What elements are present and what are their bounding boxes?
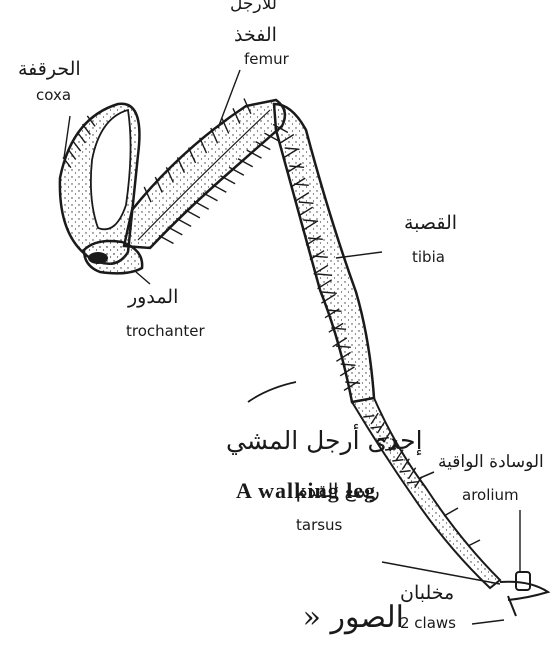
- header-fragment: للأرجل: [230, 0, 277, 14]
- arolium-label-arabic: الوسادة الواقية: [438, 452, 544, 472]
- bristle: [168, 227, 183, 235]
- claws-label-english: 2 claws: [400, 614, 456, 632]
- bristle: [185, 210, 200, 218]
- coxa-label-english: coxa: [36, 86, 71, 104]
- bristle: [203, 193, 218, 201]
- trochanter-label-arabic: المدور: [128, 286, 178, 308]
- tibia-label-english: tibia: [412, 248, 445, 266]
- trochanter-leader: [136, 272, 150, 284]
- claws-label-arabic: مخلبان: [400, 582, 454, 604]
- tibia-label-arabic: القصبة: [404, 212, 457, 234]
- figure-fragment: الصور «: [303, 600, 404, 635]
- femur-label-arabic: الفخذ: [234, 24, 277, 46]
- femur-segment: [124, 100, 285, 248]
- stray-mark: [248, 382, 296, 402]
- trochanter-label-english: trochanter: [126, 322, 205, 340]
- coxa-label-arabic: الحرقفة: [18, 58, 81, 80]
- bristle: [194, 201, 209, 209]
- femur-label-english: femur: [244, 50, 289, 68]
- bristle: [159, 236, 174, 244]
- arolium-pad: [516, 572, 530, 590]
- caption-english: A walking leg: [236, 478, 376, 504]
- arolium-label-english: arolium: [462, 486, 519, 504]
- claws-leader: [472, 620, 504, 624]
- bristle: [176, 218, 191, 226]
- caption-arabic: إحدى أرجل المشي: [226, 426, 423, 455]
- tarsus-label-english: tarsus: [296, 516, 342, 534]
- bristle: [212, 184, 227, 192]
